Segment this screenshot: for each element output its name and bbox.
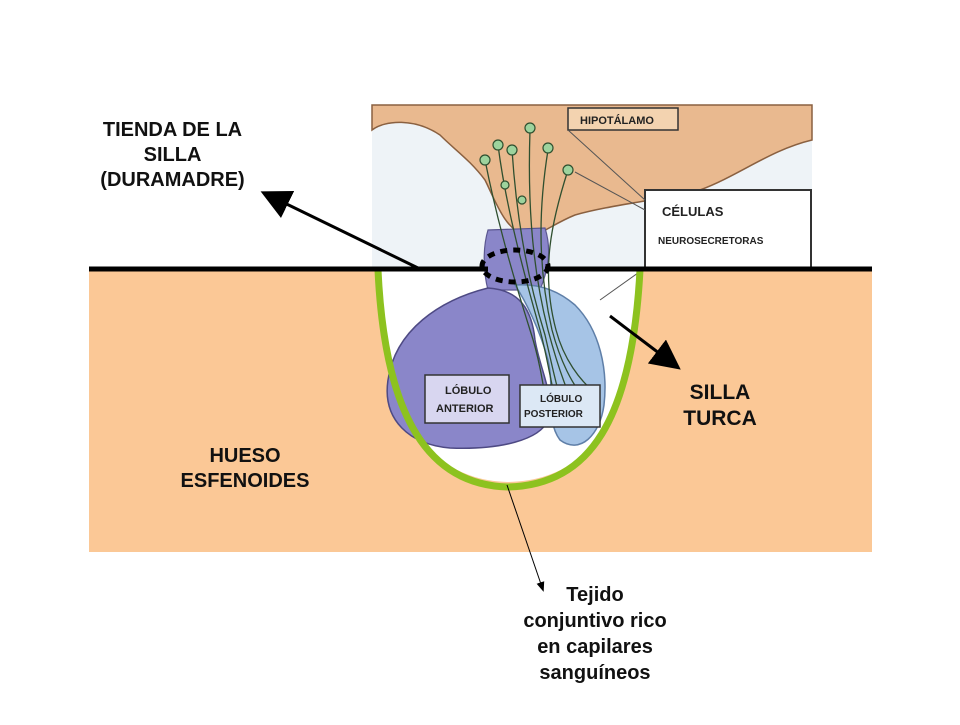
anterior-lobe-tag: [424, 374, 510, 424]
lobulo-anterior-text-1: LÓBULO: [445, 384, 492, 397]
tienda-arrow: [260, 191, 419, 270]
hypothalamus-tag: [567, 107, 679, 131]
posterior-lobe-tag: [519, 384, 601, 428]
neurosecretory-cells: [479, 122, 574, 205]
diaphragm-opening: [479, 247, 551, 285]
lobulo-anterior-text-2: ANTERIOR: [436, 403, 494, 415]
hipotalamo-text: HIPOTÁLAMO: [580, 114, 654, 127]
tejido-arrow: [506, 484, 545, 592]
tienda-de-la-silla-label: TIENDA DE LA SILLA (DURAMADRE): [100, 119, 245, 191]
tejido-conjuntivo-label: Tejido conjuntivo rico en capilares sang…: [523, 584, 667, 684]
celulas-text: CÉLULAS: [662, 204, 724, 219]
hueso-esfenoides-label: HUESO ESFENOIDES: [180, 445, 310, 492]
lobulo-posterior-text-2: POSTERIOR: [524, 409, 584, 420]
neurosecretoras-text: NEUROSECRETORAS: [658, 236, 764, 247]
silla-turca-arrow: [609, 314, 681, 370]
lobulo-posterior-text-1: LÓBULO: [540, 392, 582, 405]
neurosecretory-box: [644, 189, 812, 269]
infundibulum: [483, 227, 550, 291]
silla-turca-label: SILLA TURCA: [683, 381, 757, 431]
